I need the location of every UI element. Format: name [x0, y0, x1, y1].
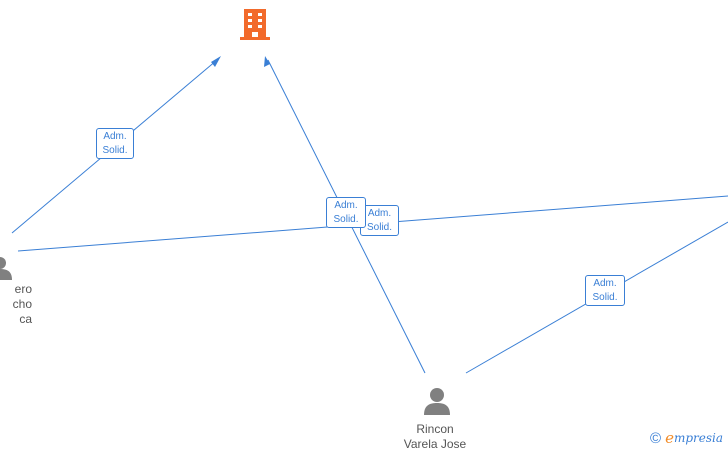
- role-label-left-company[interactable]: Adm. Solid.: [96, 128, 134, 159]
- arrowhead-bottom: [264, 56, 270, 67]
- person-name-left-line-3: ca: [19, 312, 32, 326]
- person-name-bottom: Rincon Varela Jose: [385, 422, 485, 452]
- company-node[interactable]: [239, 7, 271, 46]
- role-label-bottom-company[interactable]: Adm. Solid.: [326, 197, 366, 228]
- person-icon: [424, 388, 450, 415]
- person-name-bottom-line-2: Varela Jose: [403, 437, 467, 451]
- role-label-bottom-right[interactable]: Adm. Solid.: [585, 275, 625, 306]
- building-icon: [240, 9, 270, 40]
- person-name-left-line-2: cho: [12, 297, 32, 311]
- person-icon: [0, 257, 12, 280]
- role-label-line-1: Adm.: [367, 208, 392, 219]
- role-label-line-2: Solid.: [333, 214, 359, 225]
- brand-name: mpresia: [673, 431, 724, 445]
- arrowhead-left: [211, 56, 221, 67]
- role-label-line-2: Solid.: [592, 292, 618, 303]
- role-label-line-1: Adm.: [334, 200, 358, 211]
- person-name-left-line-1: ero: [14, 282, 32, 296]
- brand-initial: e: [665, 429, 674, 447]
- role-label-line-1: Adm.: [593, 278, 617, 289]
- person-name-bottom-line-1: Rincon: [416, 422, 454, 436]
- role-label-line-2: Solid.: [102, 145, 128, 156]
- person-node-bottom[interactable]: [423, 387, 451, 420]
- brand-logo: © e mpresia: [650, 429, 723, 447]
- role-label-line-1: Adm.: [103, 131, 127, 142]
- person-node-left[interactable]: [0, 256, 14, 285]
- role-label-line-2: Solid.: [366, 222, 392, 233]
- person-name-left: ero cho ca: [0, 282, 32, 327]
- copyright-symbol: ©: [650, 429, 662, 447]
